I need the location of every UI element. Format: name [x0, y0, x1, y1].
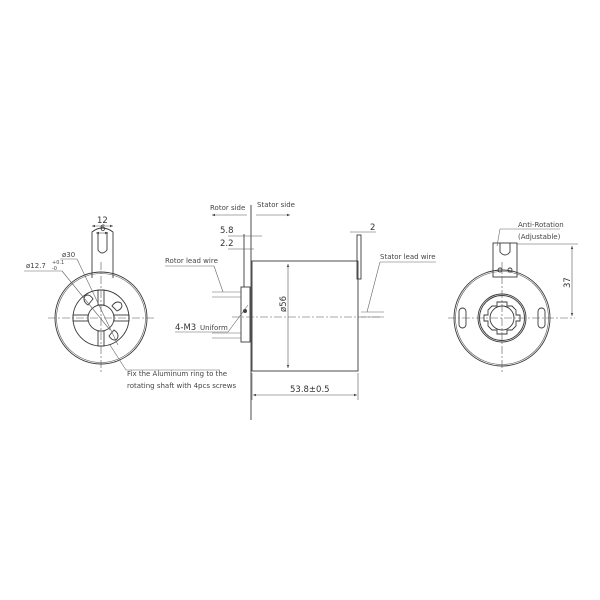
screw-spec-note: Uniform [200, 324, 228, 332]
rotor-lead-wire-label: Rotor lead wire [165, 257, 218, 265]
dim-length: 53.8±0.5 [290, 385, 330, 395]
hub-key [483, 301, 521, 335]
rotor-side-label: Rotor side [210, 204, 245, 212]
dim-5-8: 5.8 [220, 226, 234, 236]
screw-slot [108, 329, 119, 341]
stator-plate [356, 234, 362, 280]
dim-bore-diameter: ø12.7 [26, 262, 46, 270]
adjustable-label: (Adjustable) [518, 233, 561, 241]
side-view: Rotor side Stator side ø56 53.8±0.5 5.8 … [165, 201, 436, 420]
anti-rotation-label: Anti-Rotation [518, 221, 564, 229]
housing-body [251, 260, 359, 372]
stator-side-label: Stator side [257, 201, 295, 209]
front-view-rotor: 12 6 ø30 ø12.7 +0.1 -0 Fix the Aluminum … [24, 216, 236, 390]
dim-tab-outer: 12 [97, 216, 108, 226]
anti-rotation-tab [492, 242, 518, 278]
bore-tolerance-upper: +0.1 [52, 260, 64, 266]
dim-plate-thickness: 2 [370, 223, 375, 233]
screw-slot [83, 294, 94, 306]
dim-height: 37 [563, 277, 573, 288]
dim-diameter: ø56 [279, 296, 289, 312]
bore-tolerance-lower: -0 [52, 266, 57, 272]
screw-spec: 4-M3 [175, 323, 196, 333]
stator-lead-wire-label: Stator lead wire [380, 253, 436, 261]
rotor-flange [240, 286, 251, 343]
mounting-note-line2: rotating shaft with 4pcs screws [127, 382, 236, 390]
rear-view-stator: 37 Anti-Rotation (Adjustable) [448, 221, 578, 372]
screw-slot [111, 301, 123, 312]
dim-ring-diameter: ø30 [62, 251, 75, 259]
dim-2-2: 2.2 [220, 239, 234, 249]
anti-rotation-tab [91, 227, 114, 278]
dim-tab-inner: 6 [100, 224, 105, 234]
mounting-note-line1: Fix the Aluminum ring to the [127, 370, 227, 378]
